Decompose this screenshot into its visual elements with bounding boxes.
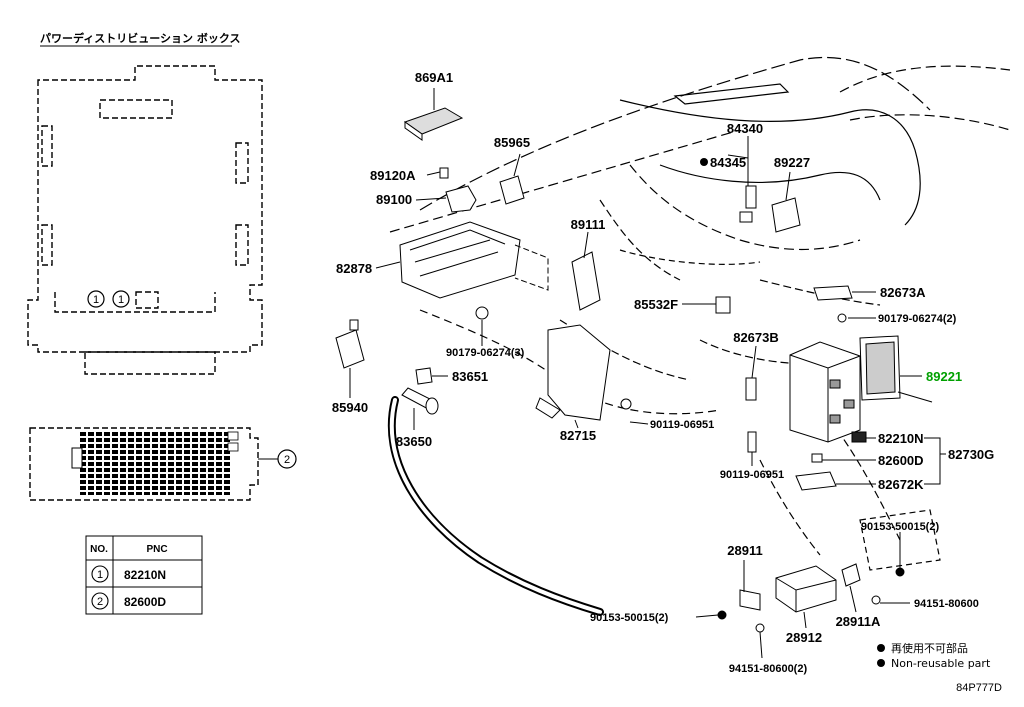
label-90179-06274-3: 90179-06274(3)	[446, 347, 525, 359]
box-title: パワーディストリビューション ボックス	[40, 31, 241, 45]
svg-text:1: 1	[97, 569, 103, 581]
table-header-pnc: PNC	[146, 544, 167, 555]
part-28912-sensor	[775, 565, 837, 613]
circled-callout-1b: 1	[112, 290, 130, 308]
label-28911A: 28911A	[836, 614, 881, 629]
legend: 再使用不可部品 Non-reusable part	[877, 641, 991, 670]
part-869A1-module	[403, 88, 464, 141]
legend-jp: 再使用不可部品	[891, 641, 968, 655]
part-89120A-bolt	[439, 167, 449, 179]
label-85965: 85965	[494, 135, 530, 150]
label-90153-50015-2-right: 90153-50015(2)	[861, 521, 940, 533]
label-82878: 82878	[336, 261, 372, 276]
svg-text:1: 1	[118, 294, 124, 306]
table-row: 2 82600D	[91, 592, 166, 610]
label-82672K: 82672K	[878, 477, 924, 492]
part-82715-bracket	[535, 324, 611, 421]
label-82673A: 82673A	[880, 285, 926, 300]
part-82600D-fuse	[811, 453, 823, 463]
svg-text:2: 2	[97, 596, 103, 608]
label-89111: 89111	[571, 217, 606, 232]
bolt-90179-06274-3	[475, 306, 489, 320]
label-28911: 28911	[727, 543, 762, 558]
power-distribution-box-top-view	[27, 65, 263, 375]
circled-callout-1a: 1	[87, 290, 105, 308]
bolt-90119-06951-a	[620, 398, 632, 410]
table-cell-pnc: 82210N	[124, 568, 166, 582]
label-82210N: 82210N	[878, 431, 924, 446]
part-89221-ecu	[859, 335, 901, 401]
part-85965-box	[499, 153, 525, 205]
label-82673B: 82673B	[733, 330, 779, 345]
label-82730G: 82730G	[948, 447, 994, 462]
part-82672K-cover	[795, 471, 837, 491]
part-83651-clip	[415, 367, 433, 385]
pnc-table	[85, 535, 203, 615]
svg-text:1: 1	[93, 294, 99, 306]
label-83651: 83651	[452, 369, 488, 384]
diagram-code: 84P777D	[956, 682, 1002, 694]
label-83650: 83650	[396, 434, 432, 449]
part-89227-module	[771, 171, 801, 233]
label-89100: 89100	[376, 192, 412, 207]
label-89120A: 89120A	[370, 168, 416, 183]
label-89227: 89227	[774, 155, 810, 170]
label-94151-80600: 94151-80600	[914, 598, 979, 610]
part-85940-sensor	[335, 319, 365, 369]
label-90119-06951-a: 90119-06951	[650, 419, 714, 431]
label-85532F: 85532F	[634, 297, 678, 312]
part-85532F-connector	[715, 296, 731, 314]
label-82715: 82715	[560, 428, 596, 443]
legend-en: Non-reusable part	[891, 657, 991, 670]
nut-94151-80600	[871, 595, 881, 605]
part-28911-bracket	[739, 589, 761, 611]
part-28911A-bracket	[841, 563, 861, 587]
power-distribution-box-side-view	[29, 427, 278, 501]
part-89111-unit	[571, 251, 601, 311]
part-89100-sensor	[445, 185, 477, 213]
bolt-90153-50015-b	[895, 567, 905, 577]
circled-callout-2: 2	[277, 449, 297, 469]
non-reusable-dot	[700, 158, 708, 166]
label-82600D: 82600D	[878, 453, 924, 468]
label-90119-06951-b: 90119-06951	[720, 469, 784, 481]
table-header-no: NO.	[90, 544, 108, 555]
part-84340-switch	[739, 136, 757, 223]
bolt-90119-06951-b	[747, 431, 757, 453]
part-82673A-bracket	[813, 285, 853, 323]
part-82730G-junction-block	[789, 341, 861, 443]
table-cell-pnc: 82600D	[124, 595, 166, 609]
label-90153-50015-2-left: 90153-50015(2)	[590, 612, 669, 624]
part-82673B-clip	[745, 377, 757, 401]
nut-94151-80600-2	[755, 623, 765, 633]
part-82878-bracket	[399, 221, 549, 299]
label-94151-80600-2: 94151-80600(2)	[729, 663, 808, 675]
table-row: 1 82210N	[91, 565, 166, 583]
part-83650-cylinder	[401, 387, 439, 415]
label-89221[interactable]: 89221	[926, 369, 962, 384]
label-84345: 84345	[710, 155, 746, 170]
label-85940: 85940	[332, 400, 368, 415]
leader-lines	[349, 88, 946, 659]
label-869A1: 869A1	[415, 70, 453, 85]
part-82210N-relay	[851, 431, 867, 443]
svg-text:2: 2	[284, 454, 290, 466]
label-28912: 28912	[786, 630, 822, 645]
bolt-90153-50015-a	[717, 610, 727, 620]
label-84340: 84340	[727, 121, 763, 136]
label-90179-06274-2: 90179-06274(2)	[878, 313, 957, 325]
